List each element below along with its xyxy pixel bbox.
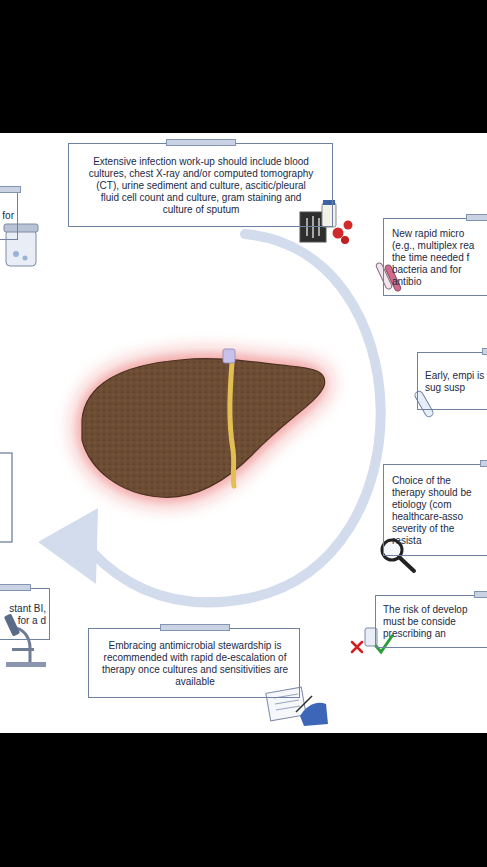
illustration-part [399, 557, 414, 571]
vessel-stub [223, 349, 235, 363]
bottom-bar [0, 733, 487, 867]
illustration-part [322, 203, 336, 227]
box-tab [160, 624, 230, 631]
falciform-ligament [230, 362, 234, 486]
box-tab [0, 584, 31, 591]
illustration-part [4, 224, 38, 232]
box-text: New rapid micro (e.g., multiplex rea the… [392, 228, 484, 288]
specimen-jar-icon [4, 224, 38, 266]
illustration-part [274, 694, 300, 710]
text-box: The risk of develop must be conside pres… [375, 595, 487, 648]
top-bar [0, 0, 487, 133]
illustration-part [6, 662, 46, 667]
text-box: Embracing antimicrobial stewardship is r… [88, 628, 300, 698]
box-text: stant BI, for a d [1, 603, 46, 627]
text-box: New rapid micro (e.g., multiplex rea the… [383, 218, 487, 296]
text-box: Early, empi is sug susp [417, 352, 487, 410]
box-tab [0, 186, 21, 193]
illustration-part [23, 256, 28, 261]
illustration-part [296, 696, 312, 712]
inflammation-glow [82, 359, 325, 498]
liver [82, 359, 325, 498]
box-tab [480, 460, 487, 467]
text-box: Choice of the therapy should be etiology… [383, 464, 487, 556]
box-text: Embracing antimicrobial stewardship is r… [97, 640, 293, 688]
illustration-part [13, 251, 19, 257]
illustration-part [6, 230, 36, 266]
box-text: for [0, 210, 14, 222]
box-text: Extensive infection work-up should inclu… [87, 156, 315, 216]
illustration-part [323, 200, 335, 205]
box-tab [466, 214, 487, 221]
illustration-part [352, 642, 362, 652]
cycle-arrowhead [38, 508, 98, 584]
box-tab [482, 348, 487, 355]
text-box: for [0, 190, 18, 240]
box-tab [474, 591, 487, 598]
text-box: Extensive infection work-up should inclu… [68, 143, 333, 227]
illustration-part [300, 703, 328, 726]
prescription-icon [266, 687, 328, 726]
box-text: Choice of the therapy should be etiology… [392, 475, 486, 547]
illustration-part [12, 648, 34, 651]
illustration-part [307, 216, 319, 238]
illustration-part [333, 228, 344, 239]
xray-blood-icon [300, 200, 353, 244]
box-text: Early, empi is sug susp [425, 370, 487, 394]
text-box: stant BI, for a d [0, 588, 50, 640]
illustration-part [341, 236, 349, 244]
box-tab [166, 139, 236, 146]
box-text: The risk of develop must be conside pres… [383, 604, 485, 640]
partial-box [0, 453, 12, 542]
illustration-part [344, 221, 353, 230]
